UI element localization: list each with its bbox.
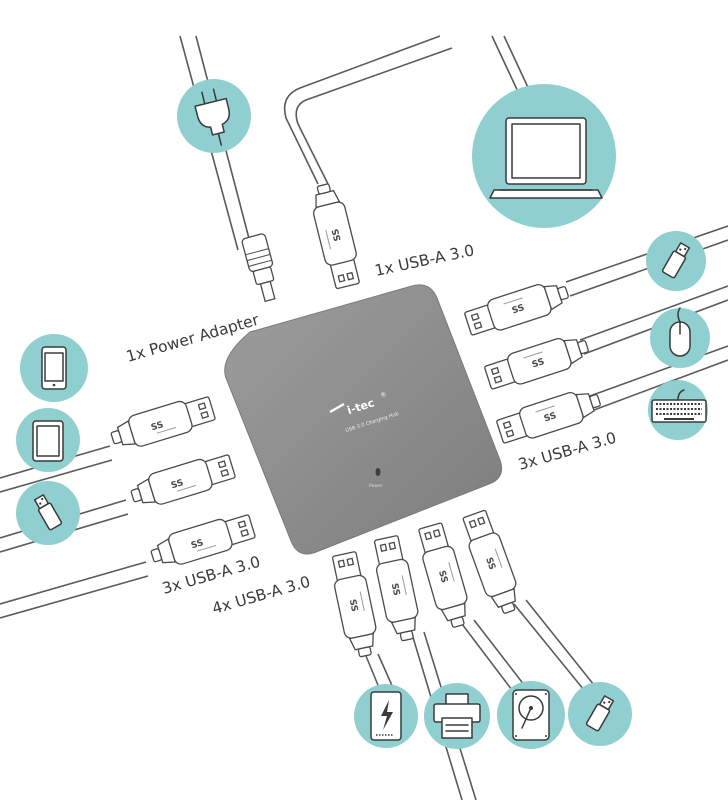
ss-marking: SS (190, 538, 205, 551)
left-flash-drive-device (16, 481, 80, 545)
power-plug-device (177, 79, 251, 153)
usb-plug-left-1: SS (107, 392, 218, 455)
hard-drive-icon (512, 689, 550, 741)
usb-plug-bottom-2: SS (369, 534, 424, 644)
ss-marking: SS (436, 569, 449, 584)
usb-hub: i-tec ® USB 3.0 Charging Hub Power (224, 284, 503, 555)
usb-flash-drive-icon (585, 695, 615, 732)
ss-marking: SS (511, 303, 526, 316)
mouse-icon (669, 307, 691, 357)
power-led-caption: Power (369, 483, 383, 489)
usb-plug-right-3: SS (494, 383, 605, 448)
usb-plug-right-1: SS (462, 275, 573, 340)
ss-marking: SS (150, 420, 165, 433)
printer-icon (433, 693, 481, 739)
hub-logo-swoosh (329, 402, 345, 414)
tablet-device (16, 408, 80, 472)
printer-device (424, 683, 490, 749)
hub-logo-mark: ® (380, 391, 388, 400)
smartphone-icon (41, 346, 67, 390)
ss-marking: SS (483, 556, 497, 571)
ss-marking: SS (389, 582, 401, 596)
right-flash-drive-device (646, 231, 706, 291)
power-plug-icon (194, 88, 230, 146)
power-led (375, 468, 381, 476)
usb-plug-top: SS (306, 180, 365, 291)
ss-marking: SS (531, 357, 546, 370)
ss-marking: SS (331, 227, 344, 242)
tablet-icon (32, 420, 64, 462)
smartphone-device (20, 334, 88, 402)
keyboard-icon (651, 389, 707, 423)
usb-plugs: SS SS SS SS SS SS SS SS (107, 180, 605, 660)
ss-marking: SS (543, 411, 558, 424)
usb-plug-bottom-4: SS (458, 507, 526, 618)
ss-marking: SS (347, 598, 359, 612)
top-usb-label: 1x USB-A 3.0 (373, 241, 476, 280)
keyboard-device (648, 380, 708, 440)
power-bank-icon (370, 691, 402, 741)
usb-flash-drive-icon (33, 494, 63, 531)
usb-plug-bottom-3: SS (413, 520, 475, 632)
hard-drive-device (497, 681, 565, 749)
usb-plug-left-2: SS (127, 450, 238, 513)
power-adapter-plug (241, 233, 276, 303)
power-bank-device (354, 684, 418, 748)
usb-plug-left-3: SS (147, 510, 258, 573)
bottom-flash-drive-device (568, 682, 632, 746)
laptop-icon (489, 117, 603, 199)
laptop-device (472, 84, 616, 228)
usb-flash-drive-icon (661, 242, 691, 279)
ss-marking: SS (170, 478, 185, 491)
mouse-device (650, 307, 710, 368)
usb-plug-bottom-1: SS (327, 550, 382, 660)
usb-plug-right-2: SS (482, 329, 593, 394)
